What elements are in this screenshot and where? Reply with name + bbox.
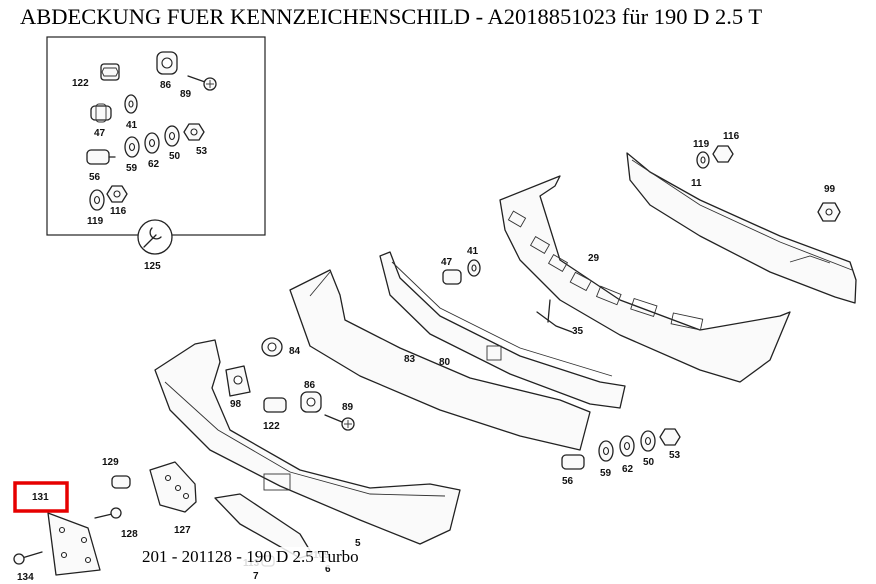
plate-holder-127[interactable]	[149, 461, 197, 513]
part-label-53b: 53	[669, 450, 681, 461]
plate-cover-131[interactable]	[47, 512, 101, 576]
washer-119-top[interactable]	[696, 151, 710, 169]
washer-59-inset[interactable]	[124, 136, 140, 158]
washer-50-lower[interactable]	[640, 430, 656, 452]
bumper-strip-80[interactable]	[379, 251, 626, 409]
bolt-56-lower[interactable]	[561, 454, 585, 470]
part-label-62a: 62	[148, 159, 160, 170]
part-label-47a: 47	[94, 128, 106, 139]
part-label-131: 131	[32, 492, 49, 503]
part-label-86b: 86	[304, 380, 316, 391]
bumper-front-5[interactable]	[154, 339, 461, 545]
part-label-62b: 62	[622, 464, 634, 475]
part-label-89b: 89	[342, 402, 354, 413]
part-label-99: 99	[824, 184, 836, 195]
bumper-mid-83[interactable]	[289, 269, 591, 451]
washer-41-inset[interactable]	[124, 94, 138, 114]
washer-62-lower[interactable]	[619, 435, 635, 457]
nut-116-top[interactable]	[712, 145, 734, 163]
part-label-29: 29	[588, 253, 600, 264]
part-label-59a: 59	[126, 163, 138, 174]
part-label-84: 84	[289, 346, 301, 357]
part-label-129: 129	[102, 457, 119, 468]
diagram-title: ABDECKUNG FUER KENNZEICHENSCHILD - A2018…	[20, 4, 763, 29]
part-label-128: 128	[121, 529, 138, 540]
part-label-122a: 122	[72, 78, 89, 89]
part-label-119a: 119	[87, 216, 104, 227]
nut-99[interactable]	[817, 202, 841, 222]
part-label-98: 98	[230, 399, 242, 410]
screw-134[interactable]	[13, 551, 43, 565]
washer-62-inset[interactable]	[144, 132, 160, 154]
screw-89-inset[interactable]	[187, 75, 217, 91]
part-label-86a: 86	[160, 80, 172, 91]
part-label-125: 125	[144, 261, 161, 272]
part-label-41a: 41	[126, 120, 138, 131]
clip-86-inset[interactable]	[156, 51, 178, 75]
washer-59-lower[interactable]	[598, 440, 614, 462]
bracket-98[interactable]	[225, 365, 251, 397]
part-label-116b: 116	[723, 131, 740, 142]
model-caption: 201 - 201128 - 190 D 2.5 Turbo	[142, 547, 359, 567]
part-label-80: 80	[439, 357, 451, 368]
clip-86-mid[interactable]	[300, 391, 322, 413]
highlight-box-131	[13, 481, 69, 513]
spacer-84[interactable]	[261, 337, 283, 357]
bumper-beam-29[interactable]	[499, 175, 791, 383]
part-label-134: 134	[17, 572, 34, 583]
bolt-47-mid[interactable]	[442, 269, 462, 285]
part-label-56a: 56	[89, 172, 101, 183]
part-label-53a: 53	[196, 146, 208, 157]
washer-50-inset[interactable]	[164, 125, 180, 147]
bolt-122-inset[interactable]	[100, 63, 120, 81]
screw-128[interactable]	[94, 507, 122, 519]
screw-89-mid[interactable]	[324, 414, 355, 431]
part-label-11: 11	[691, 178, 702, 189]
part-label-41b: 41	[467, 246, 479, 257]
part-label-6: 6	[325, 564, 331, 575]
bracket-35[interactable]	[536, 299, 573, 333]
part-label-59b: 59	[600, 468, 612, 479]
bolt-47-inset[interactable]	[90, 103, 112, 123]
part-label-122b: 122	[263, 421, 280, 432]
nut-53-lower[interactable]	[659, 428, 681, 446]
part-label-7: 7	[253, 571, 259, 582]
wrench-icon	[137, 219, 173, 255]
part-label-50a: 50	[169, 151, 181, 162]
nut-116-inset[interactable]	[106, 185, 128, 203]
part-label-47b: 47	[441, 257, 453, 268]
part-label-119b: 119	[693, 139, 710, 150]
washer-119-inset[interactable]	[89, 189, 105, 211]
nut-53-inset[interactable]	[183, 123, 205, 141]
part-label-89a: 89	[180, 89, 192, 100]
part-label-35: 35	[572, 326, 584, 337]
bolt-122-mid[interactable]	[263, 397, 287, 413]
washer-41-mid[interactable]	[467, 259, 481, 277]
part-label-83: 83	[404, 354, 416, 365]
part-label-5: 5	[355, 538, 361, 549]
part-label-50b: 50	[643, 457, 655, 468]
clip-129[interactable]	[111, 475, 131, 489]
part-label-56b: 56	[562, 476, 574, 487]
bolt-56-inset[interactable]	[86, 149, 116, 165]
part-label-127: 127	[174, 525, 191, 536]
part-label-116a: 116	[110, 206, 127, 217]
bumper-cover-11[interactable]	[626, 152, 857, 304]
